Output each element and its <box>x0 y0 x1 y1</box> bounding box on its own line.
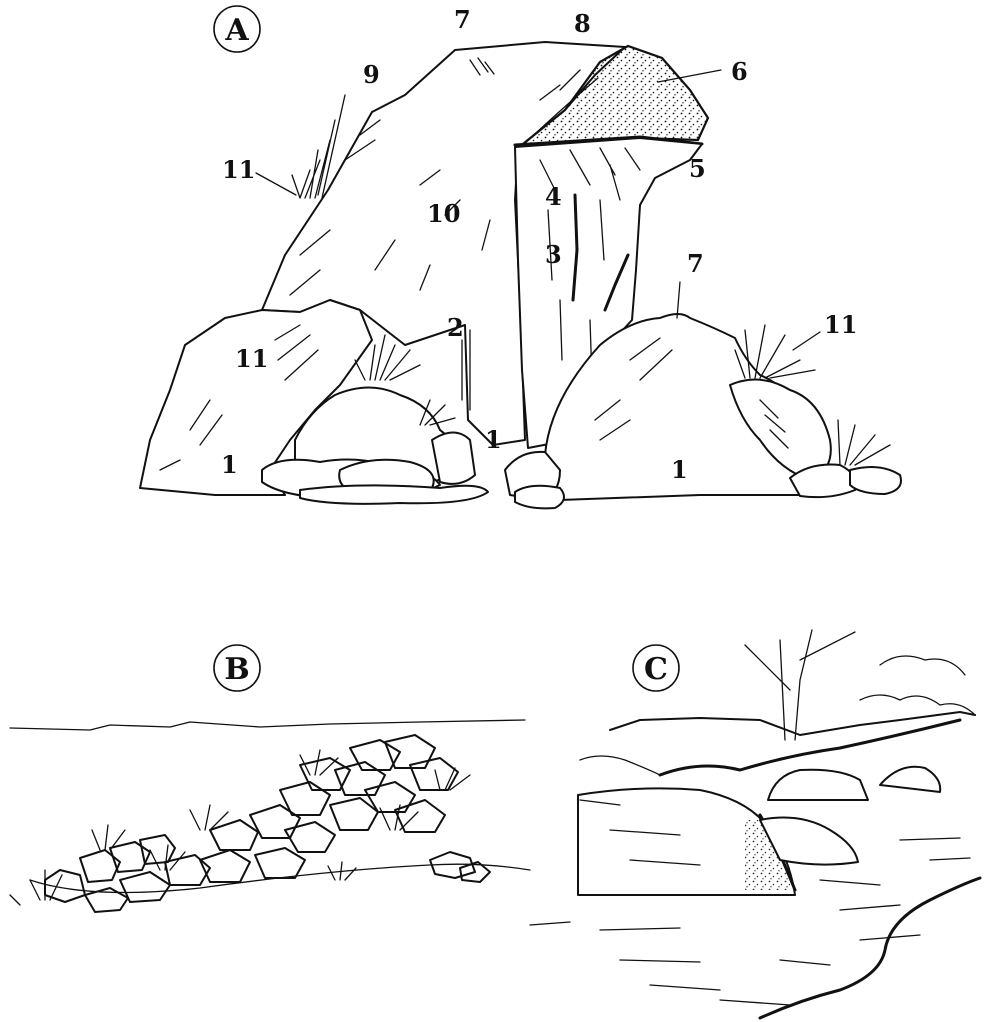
callout-4: 4 <box>545 182 562 211</box>
callout-10: 10 <box>427 199 460 228</box>
callout-1-right: 1 <box>671 455 688 484</box>
callout-9: 9 <box>363 60 380 89</box>
callout-1-center: 1 <box>485 425 502 454</box>
svg-text:C: C <box>644 652 668 687</box>
panel-a-drawing <box>140 42 901 508</box>
panel-b-label: B <box>214 645 260 691</box>
boulder-c-small <box>880 767 940 792</box>
svg-text:B: B <box>224 652 249 687</box>
callout-11-right: 11 <box>824 310 857 339</box>
lower-bank <box>760 878 980 1018</box>
callout-11-left-lower: 11 <box>235 344 268 373</box>
boulder-c-top <box>768 770 868 800</box>
upper-bank <box>610 712 975 735</box>
callout-7-top: 7 <box>454 5 471 34</box>
svg-text:A: A <box>224 13 249 48</box>
tree-trunk <box>745 630 855 740</box>
callout-1-left: 1 <box>221 450 238 479</box>
cobblestone-ridge <box>45 735 490 912</box>
horizon-line <box>10 720 525 730</box>
panel-c-drawing <box>530 630 980 1018</box>
callout-7-right: 7 <box>687 249 704 278</box>
panel-a-label: A <box>214 6 260 52</box>
panel-c-label: C <box>633 645 679 691</box>
callout-8: 8 <box>574 9 591 38</box>
callout-2: 2 <box>447 313 464 342</box>
callout-6: 6 <box>731 57 748 86</box>
callout-5: 5 <box>689 154 706 183</box>
callout-3: 3 <box>545 240 562 269</box>
panel-b-drawing <box>10 720 530 912</box>
callout-11-left-upper: 11 <box>222 155 255 184</box>
